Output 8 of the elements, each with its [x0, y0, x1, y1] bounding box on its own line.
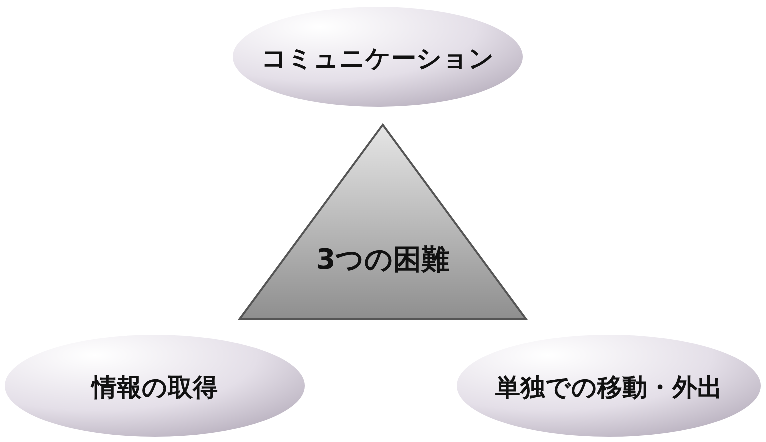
ellipse-shape — [4, 334, 306, 438]
triangle-shape — [238, 123, 528, 321]
node-label: コミュニケーション — [262, 43, 494, 75]
ellipse-shape — [456, 334, 762, 438]
ellipse-shape — [232, 6, 524, 108]
node-label: 情報の取得 — [92, 372, 218, 404]
node-label: 3つの困難 — [316, 242, 450, 278]
node-label: 単独での移動・外出 — [496, 372, 722, 404]
